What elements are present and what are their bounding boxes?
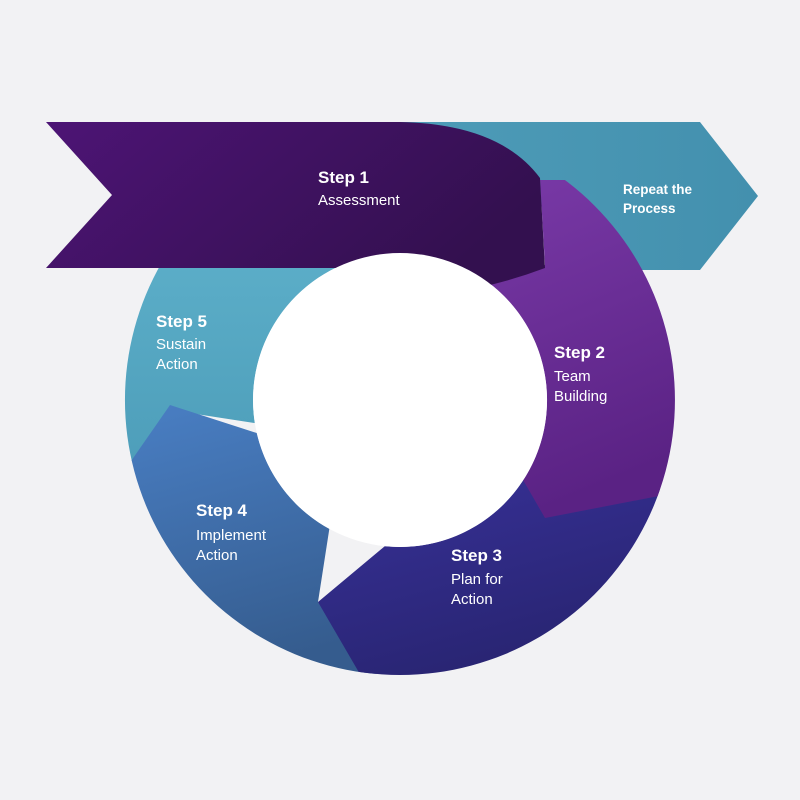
step-4-title: Step 4 (196, 501, 248, 520)
step-3-label: Step 3 Plan for Action (451, 546, 503, 608)
step-2-title: Step 2 (554, 343, 605, 362)
step-1-arrow-shape (46, 122, 545, 292)
step-4-line-1: Implement (196, 527, 267, 544)
step-1-line-1: Assessment (318, 192, 401, 209)
step-2-label: Step 2 Team Building (554, 343, 607, 405)
step-5-title: Step 5 (156, 312, 207, 331)
repeat-line-1: Repeat the (623, 182, 693, 197)
center-hole (253, 253, 547, 547)
step-2-line-1: Team (554, 368, 591, 385)
step-2-line-2: Building (554, 388, 607, 405)
step-4-line-2: Action (196, 547, 238, 564)
step-3-line-2: Action (451, 591, 493, 608)
step-1-title: Step 1 (318, 168, 369, 187)
repeat-line-2: Process (623, 201, 676, 216)
step-1-label: Step 1 Assessment (318, 168, 401, 209)
step-3-title: Step 3 (451, 546, 502, 565)
step-5-line-1: Sustain (156, 336, 206, 353)
step-5-line-2: Action (156, 356, 198, 373)
repeat-label: Repeat the Process (623, 182, 693, 216)
step-5-label: Step 5 Sustain Action (156, 312, 207, 373)
step-4-label: Step 4 Implement Action (196, 501, 267, 564)
step-3-line-1: Plan for (451, 571, 503, 588)
